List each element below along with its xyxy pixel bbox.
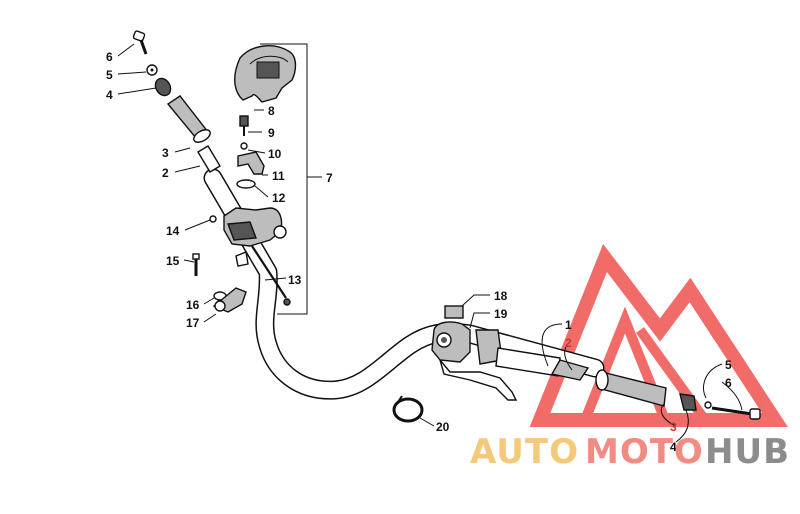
callout-13: 13 [288,273,302,287]
callout-6-right: 6 [725,376,732,390]
part-bolt-9 [239,115,249,136]
callout-2-right: 2 [565,336,572,350]
callout-4-left: 4 [106,88,113,102]
part-pin-14 [209,215,217,223]
part-housing-cover [234,45,297,103]
part-end-cap-left [154,77,172,97]
callout-14: 14 [166,224,180,238]
callout-16: 16 [186,298,200,312]
callout-1-right: 1 [565,318,572,332]
callout-labels: 6 5 4 3 2 8 9 10 11 12 7 14 15 13 16 17 … [106,50,732,454]
callout-15: 15 [166,254,180,268]
part-sleeve-left [197,145,221,173]
part-brake-assembly [431,321,518,401]
callout-7: 7 [326,171,333,185]
callout-3-left: 3 [162,146,169,160]
watermark-triangle-icon [529,243,788,427]
callout-18: 18 [494,289,508,303]
part-grip-left [166,95,211,143]
callout-9: 9 [268,126,275,140]
callout-19: 19 [494,307,508,321]
part-grip-right [595,369,667,407]
part-washer-right [704,401,712,409]
part-screw-15 [192,253,200,276]
part-rod-13 [251,245,291,306]
callout-3-right: 3 [670,420,677,434]
watermark-inner-triangle-icon [577,306,673,425]
callout-2-left: 2 [162,166,169,180]
watermark-hub: HUB [705,432,790,472]
callout-20: 20 [436,420,450,434]
part-clamp-16-17 [212,287,247,313]
part-screw-left [132,30,148,55]
callout-6-left: 6 [106,50,113,64]
handlebar [203,168,605,400]
callout-4-right: 4 [670,440,677,454]
leader-lines [117,43,743,443]
watermark-auto: AUTO [470,432,579,472]
part-oring-12 [236,179,256,189]
part-lower-bracket [235,251,249,267]
callout-5-right: 5 [725,358,732,372]
callout-5-left: 5 [106,68,113,82]
callout-11: 11 [272,169,285,183]
part-clip-20 [392,395,424,423]
part-washer-10 [240,142,248,150]
callout-12: 12 [272,191,286,205]
part-end-cap-right [679,393,697,411]
group-bracket-7 [260,43,308,315]
part-label-18 [444,305,464,319]
part-right-tube [495,347,590,381]
callout-17: 17 [186,316,200,330]
part-screw-right [711,406,761,420]
watermark-text: AUTO MOTO HUB [470,432,790,472]
part-bracket-11 [237,151,265,175]
callout-10: 10 [268,147,282,161]
watermark-moto: MOTO [585,432,704,472]
part-throttle-housing [223,207,287,247]
callout-8: 8 [268,104,275,118]
